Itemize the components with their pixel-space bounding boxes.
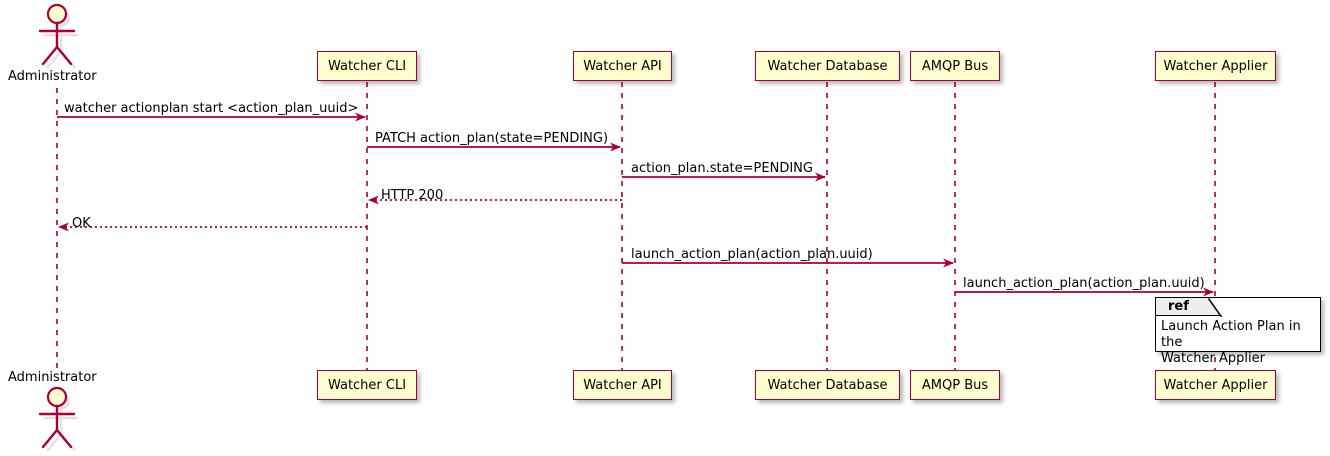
participant-label-watcher-cli-top: Watcher CLI [327, 58, 407, 74]
message-label-ok: OK [72, 216, 91, 231]
message-arrows [57, 112, 1214, 297]
message-label-launch-action-plan-applier: launch_action_plan(action_plan.uuid) [963, 276, 1205, 291]
participant-label-watcher-applier-top: Watcher Applier [1163, 58, 1268, 74]
actor-label-administrator-bottom: Administrator [8, 370, 97, 385]
actor-leg-left-bottom [41, 428, 59, 449]
lifelines [56, 82, 1216, 370]
participant-label-watcher-cli-bottom: Watcher CLI [327, 377, 407, 393]
actor-leg-right-top [55, 45, 73, 66]
message-label-http-200: HTTP 200 [381, 188, 444, 203]
participant-box-watcher-api-bottom[interactable]: Watcher API [573, 370, 672, 400]
participant-box-amqp-bus-top[interactable]: AMQP Bus [910, 51, 1000, 81]
participant-box-watcher-applier-top[interactable]: Watcher Applier [1155, 51, 1276, 81]
participant-label-amqp-bus-bottom: AMQP Bus [921, 377, 989, 393]
ref-fragment-keyword: ref [1168, 299, 1189, 314]
actor-figure-top [38, 3, 78, 69]
participant-label-watcher-database-top: Watcher Database [767, 58, 888, 74]
participant-box-amqp-bus-bottom[interactable]: AMQP Bus [910, 370, 1000, 400]
participant-label-watcher-api-bottom: Watcher API [583, 377, 662, 393]
participant-label-watcher-api-top: Watcher API [583, 58, 662, 74]
actor-figure-bottom [38, 386, 78, 452]
participant-box-watcher-cli-top[interactable]: Watcher CLI [317, 51, 417, 81]
actor-label-administrator-top: Administrator [8, 69, 97, 84]
actor-head-bottom [46, 386, 68, 408]
participant-label-watcher-database-bottom: Watcher Database [767, 377, 888, 393]
actor-leg-right-bottom [55, 428, 73, 449]
participant-box-watcher-database-bottom[interactable]: Watcher Database [755, 370, 900, 400]
participant-box-watcher-database-top[interactable]: Watcher Database [755, 51, 900, 81]
ref-fragment-tab-notch-icon [1208, 298, 1223, 317]
participant-label-amqp-bus-top: AMQP Bus [921, 58, 989, 74]
participant-label-watcher-applier-bottom: Watcher Applier [1163, 377, 1268, 393]
message-label-launch-action-plan-bus: launch_action_plan(action_plan.uuid) [631, 247, 873, 262]
participant-box-watcher-applier-bottom[interactable]: Watcher Applier [1155, 370, 1276, 400]
ref-fragment-box[interactable]: ref Launch Action Plan in the Watcher Ap… [1155, 297, 1321, 366]
participant-box-watcher-api-top[interactable]: Watcher API [573, 51, 672, 81]
actor-leg-left-top [41, 45, 59, 66]
ref-fragment-keyword-tab: ref [1156, 298, 1222, 316]
message-label-patch-action-plan: PATCH action_plan(state=PENDING) [375, 131, 609, 146]
ref-fragment-body: Launch Action Plan in the Watcher Applie… [1161, 319, 1301, 366]
message-label-action-plan-state-pending: action_plan.state=PENDING [631, 161, 813, 176]
participant-box-watcher-cli-bottom[interactable]: Watcher CLI [317, 370, 417, 400]
message-label-watcher-actionplan-start: watcher actionplan start <action_plan_uu… [64, 101, 359, 116]
actor-head-top [46, 3, 68, 25]
